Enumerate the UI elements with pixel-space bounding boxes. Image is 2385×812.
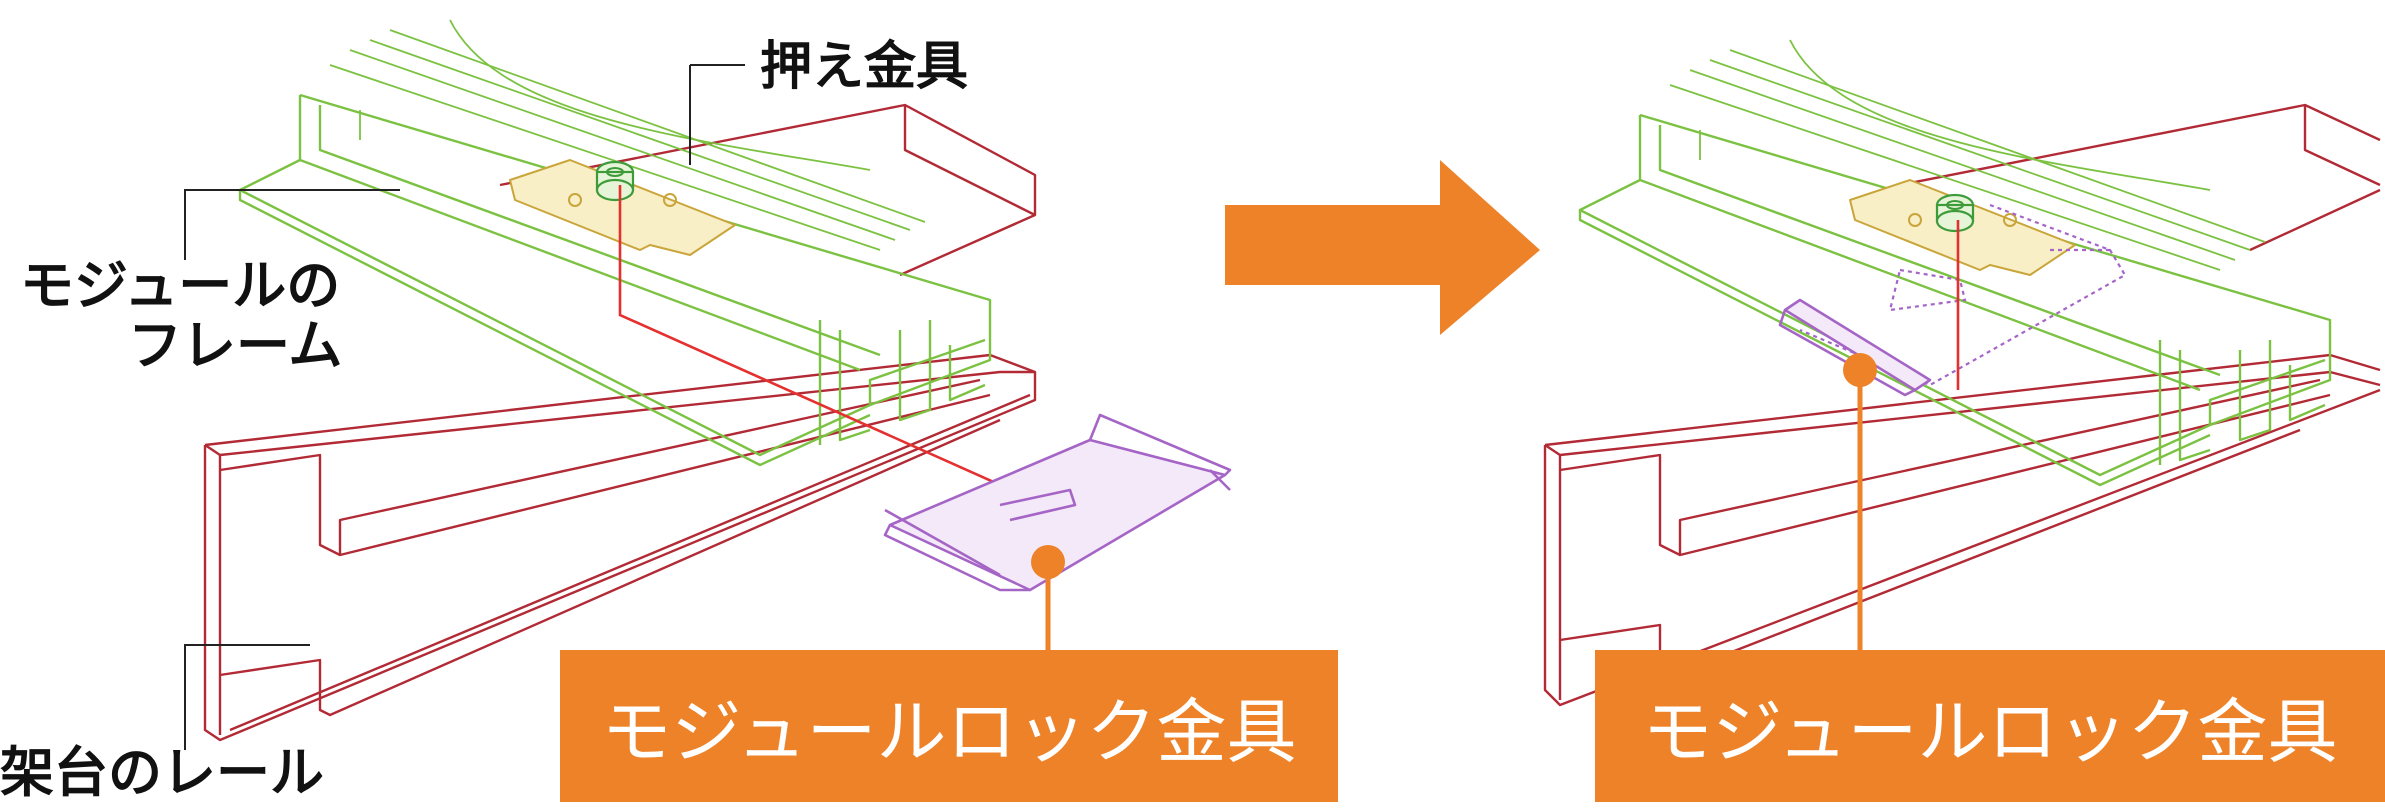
rail-leader [184, 644, 310, 750]
left-assembly [184, 19, 1232, 750]
presser-fitting-label: 押え金具 [760, 37, 969, 97]
right-lock-fitting-callout: モジュールロック金具 [1595, 650, 2385, 802]
module-frame-label-line1: モジュールの [20, 254, 341, 317]
frame-leader [184, 189, 400, 260]
left-bolt [595, 160, 635, 202]
right-callout-dot [1843, 353, 1877, 387]
module-frame-label-line2: フレーム [128, 314, 343, 377]
right-bolt [1935, 193, 1975, 233]
rack-rail-label: 架台のレール [0, 741, 324, 804]
left-back-beam [499, 103, 1037, 277]
left-guide-line [618, 185, 1046, 507]
right-lock-hidden-outline [1799, 203, 2127, 387]
left-callout-dot [1031, 545, 1065, 579]
left-module-frame [238, 19, 992, 467]
left-lock-fitting [883, 413, 1232, 592]
right-module-frame [1578, 39, 2332, 487]
left-lock-fitting-callout: モジュールロック金具 [560, 650, 1338, 802]
right-back-beam [1899, 103, 2381, 252]
right-arrow-icon [1225, 160, 1540, 335]
right-assembly [1543, 39, 2381, 707]
